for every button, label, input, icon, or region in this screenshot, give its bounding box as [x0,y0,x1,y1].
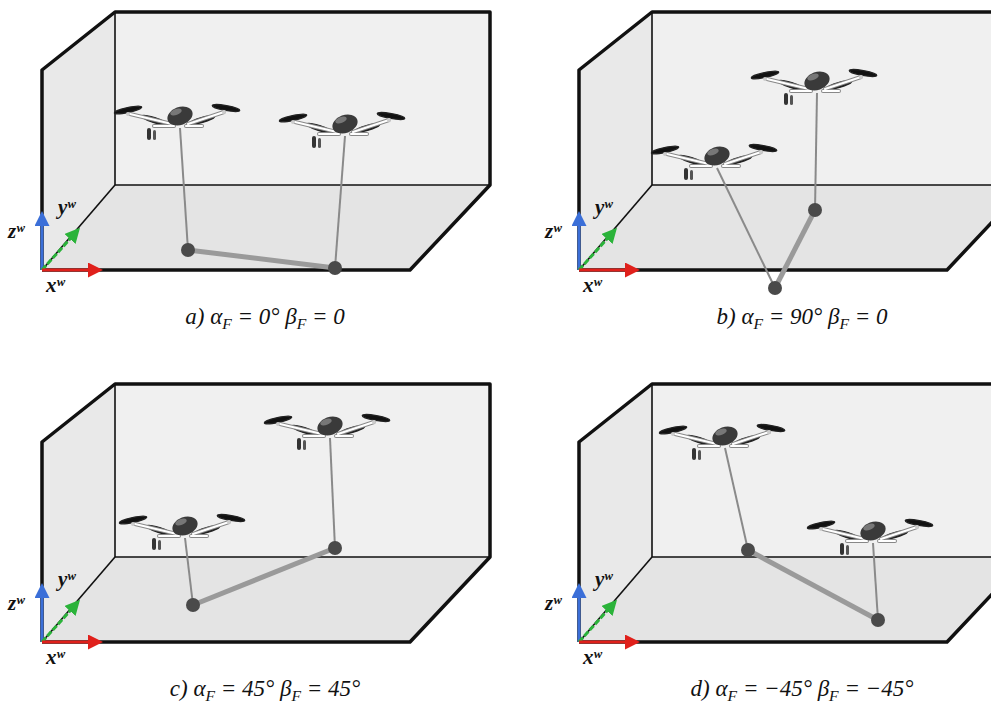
axis-label: yʷ [58,196,75,219]
caption-text: = 45° [301,676,360,701]
caption-text: yʷ [595,567,612,591]
caption-text: zʷ [545,591,561,615]
axis-label: yʷ [595,568,612,591]
panel-caption: c) αF = 45° βF = 45° [170,676,360,704]
caption-text: yʷ [58,195,75,219]
caption-text: c) α [170,676,206,701]
axis-label: xʷ [583,646,602,669]
caption-text: yʷ [595,195,612,219]
subscript: F [291,687,301,704]
panel-caption: a) αF = 0° βF = 0 [185,304,345,332]
caption-text: = −45° [839,676,914,701]
panel-c [42,384,490,642]
panel-d [579,384,991,642]
panel-caption: d) αF = −45° βF = −45° [691,676,914,704]
axis-label: zʷ [8,592,24,615]
caption-text: zʷ [8,219,24,243]
subscript: F [753,315,763,332]
caption-text: a) α [185,304,222,329]
axis-label: yʷ [595,196,612,219]
caption-text: zʷ [545,219,561,243]
caption-text: = 0 [849,304,888,329]
axis-label: zʷ [8,220,24,243]
subscript: F [839,315,849,332]
panel-a [42,12,490,275]
caption-text: xʷ [583,645,602,669]
subscript: F [728,687,738,704]
caption-text: xʷ [583,273,602,297]
axis-label: xʷ [583,274,602,297]
panel-caption: b) αF = 90° βF = 0 [716,304,887,332]
axis-label: xʷ [46,274,65,297]
axis-label: xʷ [46,646,65,669]
caption-text: b) α [716,304,753,329]
caption-text: = 90° β [763,304,839,329]
caption-text: = 45° β [215,676,291,701]
axis-label: zʷ [545,220,561,243]
caption-text: zʷ [8,591,24,615]
caption-text: = 0° β [232,304,297,329]
caption-text: d) α [691,676,728,701]
subscript: F [222,315,232,332]
caption-text: = −45° β [737,676,829,701]
caption-text: yʷ [58,567,75,591]
caption-text: = 0 [306,304,345,329]
panel-b [579,12,991,295]
subscript: F [205,687,215,704]
axis-label: zʷ [545,592,561,615]
caption-text: xʷ [46,273,65,297]
subscript: F [297,315,307,332]
caption-text: xʷ [46,645,65,669]
axis-label: yʷ [58,568,75,591]
subscript: F [829,687,839,704]
